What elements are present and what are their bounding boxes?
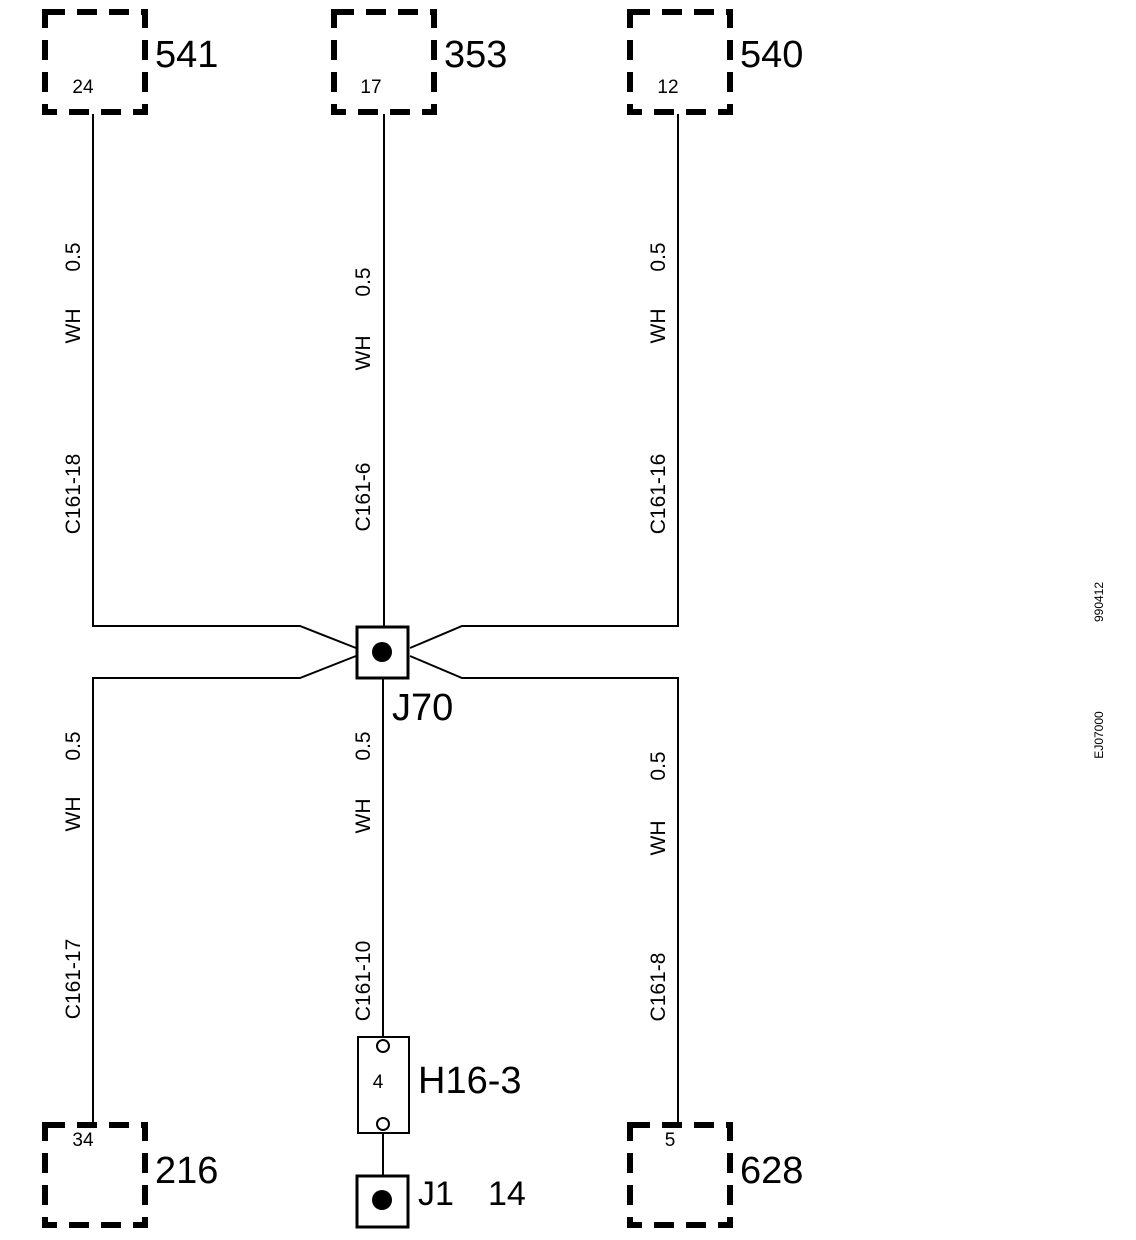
component-h16-3-terminal-top xyxy=(376,1039,390,1053)
wire-353-color: WH xyxy=(352,336,375,371)
connector-628: 5 628 xyxy=(627,1122,803,1228)
wire-540-color: WH xyxy=(647,309,670,344)
connector-540-box xyxy=(627,9,733,115)
wire-628 xyxy=(409,655,679,1122)
connector-628-number: 628 xyxy=(740,1150,803,1192)
connector-353: 17 353 xyxy=(331,9,507,115)
wires xyxy=(92,114,679,1176)
component-h16-3-body xyxy=(357,1036,410,1134)
side-code-2: EJ07000 xyxy=(1092,711,1106,759)
wire-216 xyxy=(92,655,357,1122)
wire-center-color: WH xyxy=(352,799,375,834)
splice-j70-dot xyxy=(372,642,392,662)
wire-541 xyxy=(92,114,357,649)
wire-540-ref: C161-16 xyxy=(647,454,670,535)
wire-628-ref: C161-8 xyxy=(647,953,670,1022)
connector-628-box xyxy=(627,1122,733,1228)
connector-540: 12 540 xyxy=(627,9,803,115)
wire-628-size: 0.5 xyxy=(647,751,670,780)
wire-540-size: 0.5 xyxy=(647,242,670,271)
connector-216-number: 216 xyxy=(155,1150,218,1192)
component-h16-3-label: H16-3 xyxy=(418,1060,522,1102)
wire-center-size: 0.5 xyxy=(352,731,375,760)
component-h16-3-pin: 4 xyxy=(373,1072,384,1093)
connector-353-pin: 17 xyxy=(360,77,381,98)
connector-541: 24 541 xyxy=(42,9,218,115)
connector-216-box xyxy=(42,1122,148,1228)
connector-540-number: 540 xyxy=(740,34,803,76)
jumper-j1: J1 14 xyxy=(355,1174,526,1229)
side-code-1: 990412 xyxy=(1092,582,1106,622)
wire-353-size: 0.5 xyxy=(352,267,375,296)
jumper-j1-label: J1 xyxy=(418,1175,454,1213)
connector-541-pin: 24 xyxy=(72,77,94,98)
wire-628-color: WH xyxy=(647,821,670,856)
connector-353-box xyxy=(331,9,437,115)
connector-216-pin: 34 xyxy=(72,1130,94,1151)
wire-353-ref: C161-6 xyxy=(352,463,375,532)
jumper-j1-dot xyxy=(372,1190,392,1210)
wire-216-size: 0.5 xyxy=(62,731,85,760)
component-h16-3-terminal-bottom xyxy=(376,1117,390,1131)
jumper-j1-pin: 14 xyxy=(488,1175,526,1213)
connector-541-number: 541 xyxy=(155,34,218,76)
connector-353-number: 353 xyxy=(444,34,507,76)
splice-j70-label: J70 xyxy=(392,687,453,729)
wire-541-ref: C161-18 xyxy=(62,454,85,535)
jumper-j1-box xyxy=(355,1174,410,1229)
wire-216-ref: C161-17 xyxy=(62,939,85,1020)
component-h16-3: 4 H16-3 xyxy=(357,1036,522,1134)
wire-center-ref: C161-10 xyxy=(352,941,375,1022)
wire-540 xyxy=(409,114,679,649)
wire-541-color: WH xyxy=(62,309,85,344)
connector-540-pin: 12 xyxy=(657,77,678,98)
connector-541-box xyxy=(42,9,148,115)
wire-541-size: 0.5 xyxy=(62,242,85,271)
wire-216-color: WH xyxy=(62,797,85,832)
splice-j70: J70 xyxy=(355,625,453,729)
connector-216: 34 216 xyxy=(42,1122,218,1228)
connector-628-pin: 5 xyxy=(665,1130,676,1151)
